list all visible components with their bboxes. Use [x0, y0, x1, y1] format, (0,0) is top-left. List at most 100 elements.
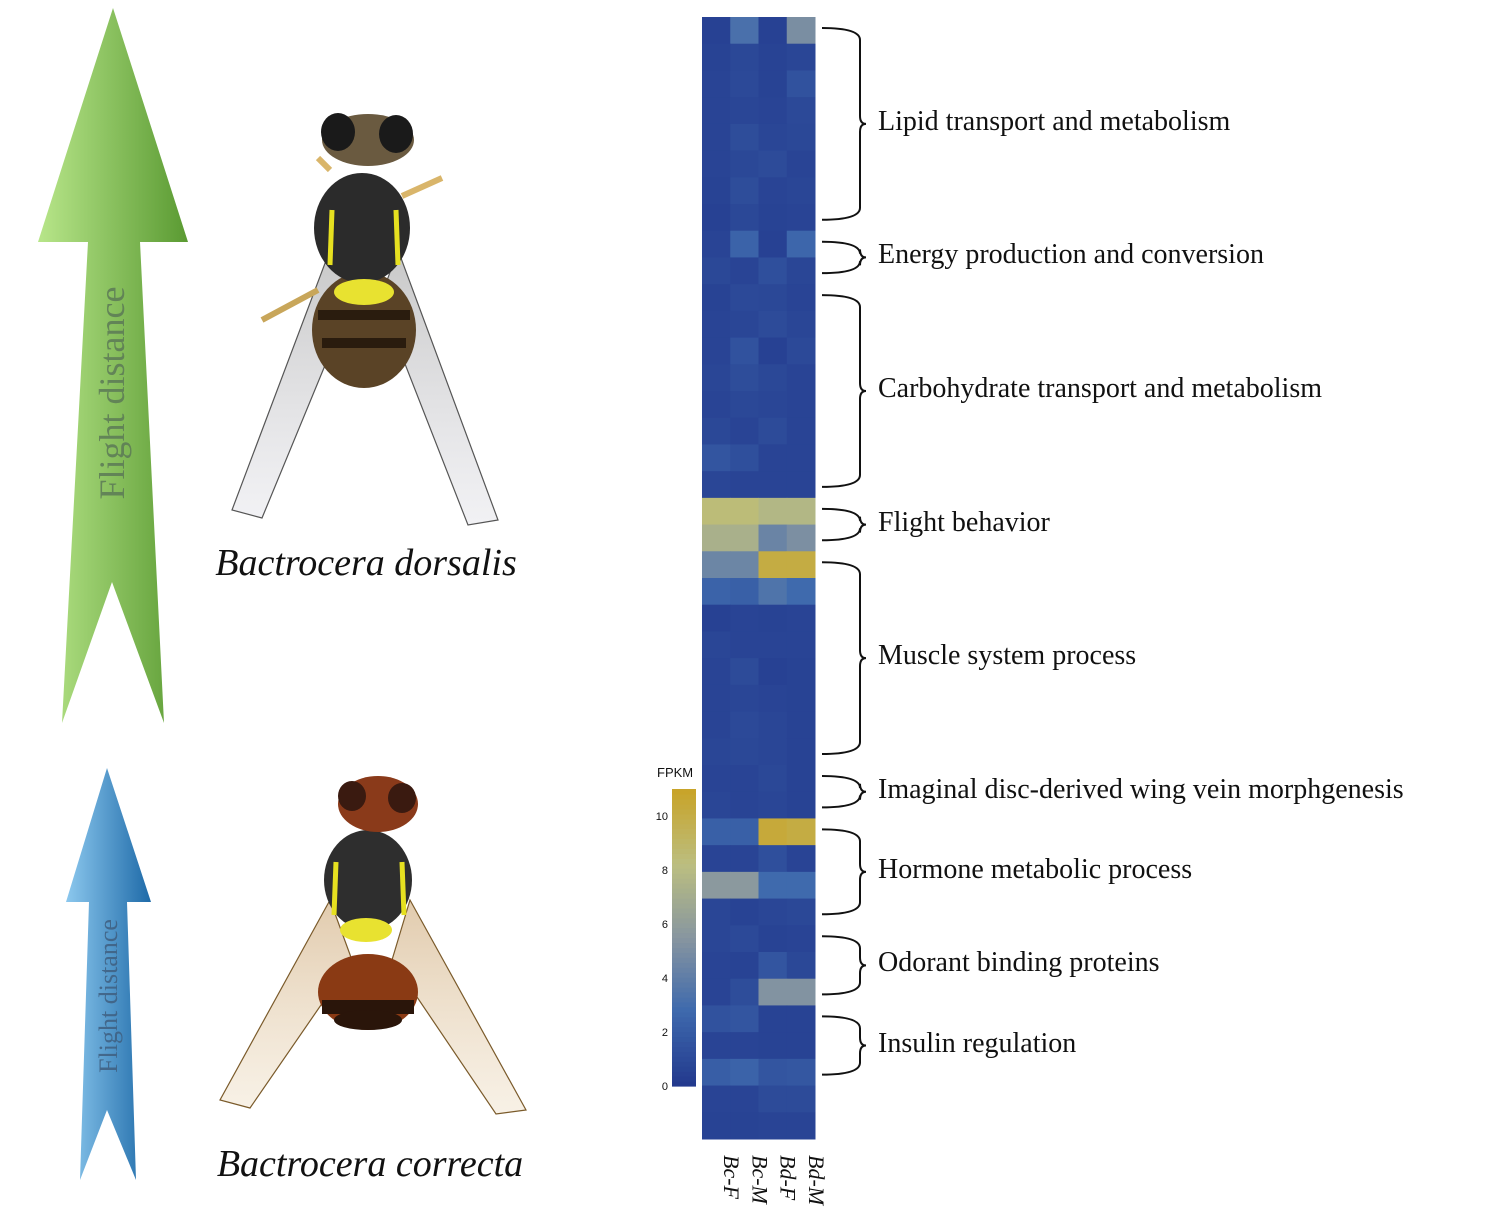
color-scale-segment — [672, 1081, 696, 1087]
heatmap-cell — [702, 1032, 731, 1060]
color-scale-tick: 2 — [662, 1027, 668, 1039]
heatmap-cell — [786, 391, 816, 419]
color-scale-tick: 8 — [662, 865, 668, 877]
heatmap-cell — [702, 871, 731, 900]
heatmap-cell — [730, 925, 759, 953]
heatmap-cell — [702, 471, 731, 499]
color-scale-segment — [672, 1001, 696, 1008]
heatmap-cell — [730, 631, 759, 659]
color-scale-segment — [672, 947, 696, 953]
heatmap-cell — [786, 658, 816, 686]
heatmap-cell — [786, 97, 816, 125]
heatmap-cell — [702, 310, 731, 339]
color-scale-segment — [672, 848, 696, 854]
color-scale-segment — [672, 1006, 696, 1013]
heatmap-cell — [758, 497, 788, 526]
species-label-correcta: Bactrocera correcta — [217, 1143, 523, 1185]
heatmap-cell — [730, 364, 759, 392]
heatmap-cell — [786, 471, 816, 499]
category-label: Flight behavior — [878, 506, 1050, 538]
heatmap-cell — [730, 658, 759, 686]
heatmap-cell — [730, 845, 759, 873]
color-scale-segment — [672, 991, 696, 998]
color-scale-segment — [672, 793, 696, 800]
heatmap-cell — [730, 684, 759, 713]
heatmap-cell — [758, 871, 788, 900]
heatmap-cell — [786, 524, 816, 552]
heatmap-cell — [758, 1005, 788, 1033]
heatmap-cell — [758, 978, 788, 1006]
heatmap-cell — [786, 123, 816, 152]
color-scale-segment — [672, 967, 696, 973]
heatmap-cells — [702, 17, 816, 1140]
heatmap-cell — [702, 1085, 731, 1113]
heatmap-cell — [786, 177, 816, 205]
heatmap-cell — [730, 1032, 759, 1060]
heatmap-cell — [702, 952, 731, 980]
species-label-dorsalis: Bactrocera dorsalis — [215, 542, 517, 584]
color-scale-segment — [672, 1041, 696, 1047]
color-scale-segment — [672, 1026, 696, 1033]
category-label: Odorant binding proteins — [878, 947, 1160, 979]
color-scale-segment — [672, 1031, 696, 1038]
heatmap-cell — [758, 578, 788, 606]
color-scale-segment — [672, 962, 696, 968]
left-illustration-panel: Flight distance Flight distance Bactroce… — [38, 8, 527, 1185]
color-scale-segment — [672, 996, 696, 1003]
heatmap-cell — [730, 177, 759, 205]
heatmap-cell — [786, 925, 816, 953]
heatmap-cell — [786, 150, 816, 178]
heatmap-cell — [702, 204, 731, 232]
color-scale-segment — [672, 818, 696, 825]
color-scale-segment — [672, 972, 696, 978]
heatmap-cell — [702, 684, 731, 713]
category-bracket — [821, 828, 867, 916]
heatmap-cell — [758, 337, 788, 365]
heatmap-cell — [702, 578, 731, 606]
category-bracket — [821, 507, 867, 542]
heatmap-cell — [702, 70, 731, 98]
heatmap-cell — [758, 230, 788, 258]
heatmap-cell — [758, 898, 788, 926]
color-scale-segment — [672, 838, 696, 845]
color-scale-segment — [672, 987, 696, 993]
color-scale-segment — [672, 803, 696, 810]
heatmap-cell — [758, 711, 788, 739]
color-scale-segment — [672, 892, 696, 899]
color-scale-segment — [672, 932, 696, 939]
color-scale-segment — [672, 907, 696, 914]
heatmap-cell — [730, 711, 759, 739]
heatmap-cell — [730, 337, 759, 365]
heatmap-cell — [758, 524, 788, 552]
category-label: Imaginal disc-derived wing vein morphgen… — [878, 773, 1404, 805]
heatmap-cell — [758, 791, 788, 819]
heatmap-cell — [702, 658, 731, 686]
heatmap-cell — [730, 898, 759, 926]
color-scale-segment — [672, 813, 696, 820]
color-scale-segment — [672, 957, 696, 963]
color-scale-segment — [672, 1036, 696, 1043]
heatmap-cell — [730, 444, 759, 472]
heatmap-cell — [786, 978, 816, 1006]
heatmap-cell — [702, 150, 731, 178]
color-scale-segment — [672, 942, 696, 948]
heatmap-cell — [730, 497, 759, 526]
heatmap-cell — [730, 1112, 759, 1140]
heatmap-cell — [702, 97, 731, 125]
heatmap-cell — [702, 444, 731, 472]
heatmap-cell — [758, 765, 788, 793]
column-label: Bd-M — [804, 1155, 829, 1207]
heatmap-cell — [786, 43, 816, 71]
heatmap-cell — [702, 818, 731, 846]
fly-correcta-image — [219, 776, 527, 1115]
heatmap-cell — [730, 578, 759, 606]
heatmap-cell — [786, 711, 816, 739]
color-scale-tick: 0 — [662, 1081, 668, 1093]
heatmap-cell — [758, 257, 788, 285]
heatmap-cell — [702, 284, 731, 312]
blue-arrow-label: Flight distance — [94, 919, 123, 1073]
heatmap-cell — [730, 70, 759, 98]
heatmap-cell — [758, 738, 788, 766]
color-scale-segment — [672, 902, 696, 909]
